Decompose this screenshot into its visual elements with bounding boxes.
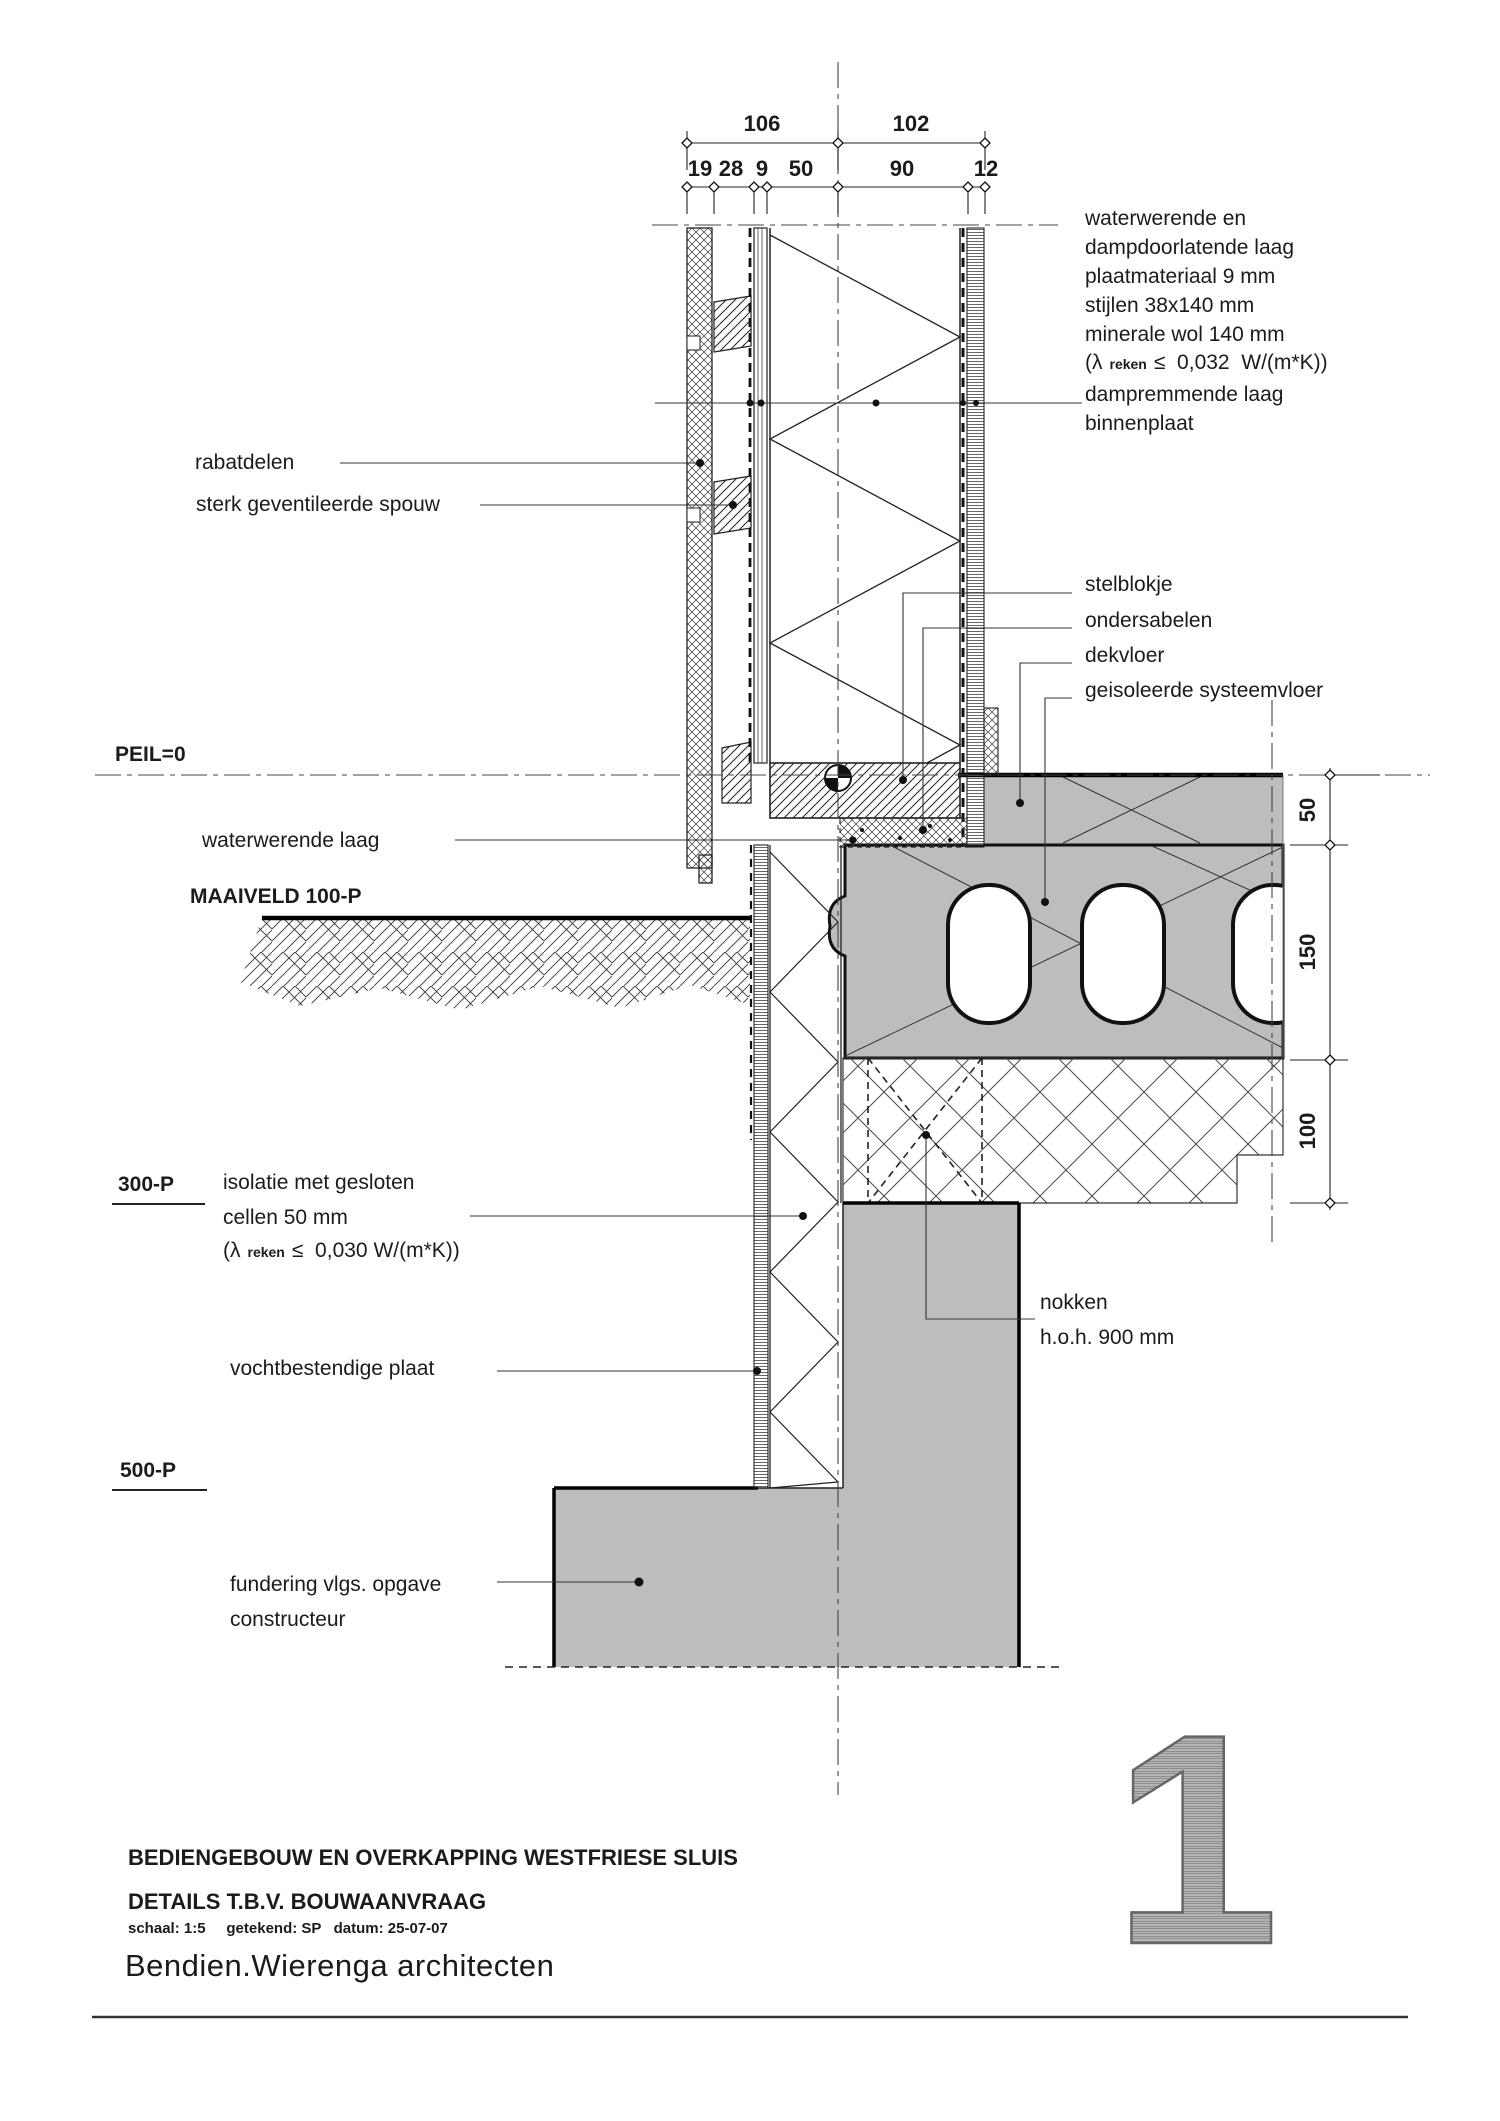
- titleblock-subtitle: DETAILS T.B.V. BOUWAANVRAAG: [128, 1889, 487, 1914]
- leader-dots: [634, 399, 1049, 1587]
- label-fundering-2: constructeur: [230, 1608, 346, 1631]
- label-peil: PEIL=0: [115, 743, 186, 766]
- lambda-open: (λ: [223, 1239, 241, 1262]
- below-grade-wall: [749, 844, 842, 1489]
- label-500p: 500-P: [120, 1459, 177, 1482]
- bottom-rail: [769, 762, 961, 819]
- concrete-fills: [554, 775, 1285, 1667]
- sheet-number: 1: [1113, 1671, 1280, 2007]
- dimension-markers: [681, 137, 1336, 1209]
- lambda-sub: reken: [1109, 356, 1147, 372]
- label-spouw: sterk geventileerde spouw: [196, 493, 440, 516]
- dim-12: 12: [973, 156, 999, 181]
- dim-9: 9: [755, 156, 769, 181]
- dim-106: 106: [743, 111, 781, 136]
- titleblock-meta: schaal: 1:5 getekend: SP datum: 25-07-07: [128, 1920, 448, 1937]
- systeemvloer-voids: [844, 845, 1283, 1057]
- dim-19: 19: [687, 156, 713, 181]
- stelblokje-block: [983, 707, 999, 776]
- label-maaiveld: MAAIVELD 100-P: [190, 885, 362, 908]
- titleblock-firm: Bendien.Wierenga architecten: [125, 1948, 555, 1983]
- note-minerale-wol: minerale wol 140 mm: [1085, 323, 1285, 346]
- dim-50: 50: [788, 156, 814, 181]
- label-stelblokje: stelblokje: [1085, 573, 1173, 596]
- floor-insulation-nokken: [842, 1057, 1284, 1204]
- timber-frame-wall: [748, 227, 985, 848]
- label-fundering-1: fundering vlgs. opgave: [230, 1573, 442, 1596]
- label-300p: 300-P: [118, 1173, 175, 1196]
- rabatdelen-cladding: [686, 227, 752, 884]
- note-dampremmende: dampremmende laag: [1085, 383, 1284, 406]
- note-lambda-wall: (λ reken ≤ 0,032 W/(m*K)): [1085, 350, 1328, 377]
- titleblock-project: BEDIENGEBOUW EN OVERKAPPING WESTFRIESE S…: [128, 1845, 738, 1870]
- label-isolatie-1: isolatie met gesloten: [223, 1171, 415, 1194]
- label-nokken-1: nokken: [1040, 1291, 1108, 1314]
- label-dekvloer: dekvloer: [1085, 644, 1165, 667]
- dim-102: 102: [892, 111, 930, 136]
- lambda-sub: reken: [247, 1244, 285, 1260]
- label-rabatdelen: rabatdelen: [195, 451, 295, 474]
- label-isolatie-lambda: (λ reken ≤ 0,030 W/(m*K)): [223, 1238, 460, 1265]
- dim-v-150: 150: [1295, 933, 1320, 971]
- dim-v-50: 50: [1295, 797, 1320, 823]
- lambda-rest: ≤ 0,032 W/(m*K)): [1153, 351, 1328, 374]
- label-vochtplaat: vochtbestendige plaat: [230, 1357, 435, 1380]
- label-nokken-2: h.o.h. 900 mm: [1040, 1326, 1175, 1349]
- ground-hatch: [240, 915, 750, 1010]
- note-waterwerende-en: waterwerende en: [1085, 207, 1247, 230]
- label-waterwerende-laag: waterwerende laag: [202, 829, 380, 852]
- level-underlines: [112, 1203, 207, 1491]
- note-stijlen: stijlen 38x140 mm: [1085, 294, 1255, 317]
- dim-v-100: 100: [1295, 1112, 1320, 1150]
- leader-lines: [340, 402, 1082, 1583]
- note-plaatmateriaal: plaatmateriaal 9 mm: [1085, 265, 1276, 288]
- note-binnenplaat: binnenplaat: [1085, 412, 1194, 435]
- dim-28: 28: [718, 156, 744, 181]
- lambda-rest: ≤ 0,030 W/(m*K)): [291, 1239, 460, 1262]
- foundation-outlines: [505, 1201, 1065, 1668]
- label-isolatie-2: cellen 50 mm: [223, 1206, 348, 1229]
- reference-lines: [95, 62, 1430, 1795]
- dim-90: 90: [889, 156, 915, 181]
- lambda-open: (λ: [1085, 351, 1103, 374]
- label-systeemvloer: geisoleerde systeemvloer: [1085, 679, 1324, 702]
- label-ondersabelen: ondersabelen: [1085, 609, 1213, 632]
- note-dampdoorlatende: dampdoorlatende laag: [1085, 236, 1294, 259]
- ondersabelen-mortar: [839, 817, 968, 848]
